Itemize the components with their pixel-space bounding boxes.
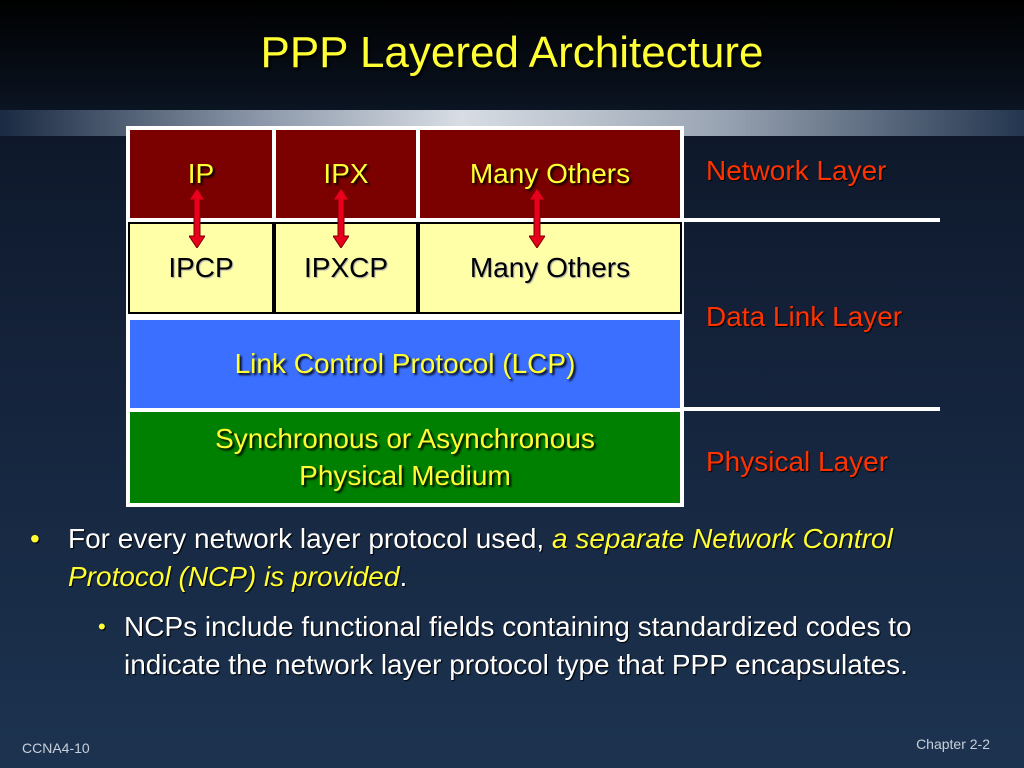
arrow-ipx-ipxcp-icon — [333, 188, 349, 248]
cell-lcp-label: Link Control Protocol (LCP) — [234, 347, 576, 379]
cell-ipcp: IPCP — [128, 222, 274, 314]
sub-bullet-dot-icon: • — [98, 614, 106, 639]
arrow-others-ncp-icon — [529, 188, 545, 248]
cell-many-others-ncp: Many Others — [418, 222, 682, 314]
cell-many-others-network: Many Others — [420, 130, 680, 218]
cell-lcp: Link Control Protocol (LCP) — [130, 320, 680, 408]
cell-many-others-network-label: Many Others — [469, 157, 631, 189]
separator-datalink-physical — [684, 407, 940, 411]
label-data-link-layer: Data Link Layer — [706, 301, 903, 332]
bullet-main-text: For every network layer protocol used, — [68, 523, 552, 554]
bullet-sub-text: NCPs include functional fields containin… — [124, 611, 912, 680]
separator-network-datalink — [684, 218, 940, 222]
bullet-sub: • NCPs include functional fields contain… — [98, 608, 990, 684]
bullet-list: • For every network layer protocol used,… — [30, 520, 990, 684]
cell-physical-medium: Synchronous or Asynchronous Physical Med… — [130, 412, 680, 503]
cell-ip-label: IP — [187, 157, 215, 189]
cell-physical-line1: Synchronous or Asynchronous — [215, 423, 595, 455]
slide-title: PPP Layered Architecture — [260, 28, 764, 77]
cell-many-others-ncp-label: Many Others — [469, 251, 631, 283]
cell-physical-line2: Physical Medium — [299, 459, 511, 491]
arrow-ip-ipcp-icon — [189, 188, 205, 248]
cell-ip: IP — [130, 130, 272, 218]
title-bar — [0, 0, 1024, 110]
footer-right: Chapter 2-2 — [916, 736, 990, 752]
cell-ipxcp-label: IPXCP — [303, 251, 389, 283]
layer-stack: IP IPX Many Others IPCP IPXCP Many Other… — [126, 126, 684, 507]
bullet-dot-icon: • — [30, 523, 40, 554]
cell-ipx: IPX — [276, 130, 416, 218]
footer-left: CCNA4-10 — [22, 740, 90, 756]
label-physical-layer: Physical Layer — [706, 446, 889, 477]
label-network-layer: Network Layer — [706, 155, 887, 186]
bullet-main-end: . — [399, 561, 408, 592]
cell-ipcp-label: IPCP — [168, 251, 234, 283]
bullet-main-emphasis: a separate Network Control Protocol (NCP… — [68, 523, 893, 592]
bullet-main: • For every network layer protocol used,… — [30, 520, 990, 596]
cell-ipx-label: IPX — [323, 157, 369, 189]
